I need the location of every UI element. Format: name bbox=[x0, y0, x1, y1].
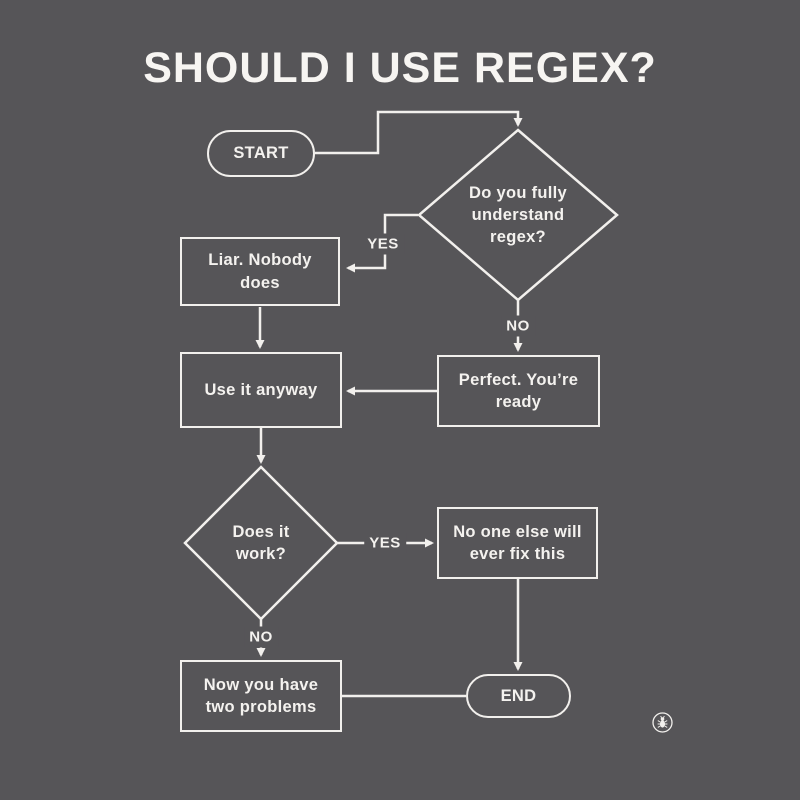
use-anyway-label: Use it anyway bbox=[204, 380, 318, 399]
liar-node: Liar. Nobody does bbox=[180, 237, 340, 306]
edge-start-to-understand bbox=[315, 110, 523, 155]
bug-icon bbox=[652, 712, 673, 733]
use-anyway-node: Use it anyway bbox=[180, 352, 342, 428]
start-label: START bbox=[233, 144, 289, 163]
end-label: END bbox=[500, 686, 537, 705]
page-title: SHOULD I USE REGEX? bbox=[143, 44, 657, 92]
edge-label-yes-work: YES bbox=[364, 532, 406, 554]
edge-label-yes-understand: YES bbox=[362, 233, 404, 255]
no-one-label: No one else will ever fix this bbox=[453, 522, 582, 563]
does-it-work-label: Does it work? bbox=[232, 522, 290, 563]
no-one-node: No one else will ever fix this bbox=[437, 507, 598, 579]
edge-label-no-work: NO bbox=[244, 626, 278, 648]
perfect-node: Perfect. You’re ready bbox=[437, 355, 600, 427]
perfect-label: Perfect. You’re ready bbox=[458, 370, 579, 411]
two-problems-label: Now you have two problems bbox=[203, 675, 319, 716]
edge-label-no-understand: NO bbox=[501, 315, 535, 337]
start-node: START bbox=[207, 130, 315, 177]
understand-diamond-shape bbox=[417, 128, 619, 302]
work-diamond-shape bbox=[183, 465, 339, 621]
two-problems-node: Now you have two problems bbox=[180, 660, 342, 732]
end-node: END bbox=[466, 674, 571, 718]
does-it-work-node: Does it work? bbox=[216, 503, 306, 583]
understand-node: Do you fully understand regex? bbox=[443, 170, 593, 260]
understand-label: Do you fully understand regex? bbox=[468, 183, 567, 247]
liar-label: Liar. Nobody does bbox=[208, 251, 312, 292]
